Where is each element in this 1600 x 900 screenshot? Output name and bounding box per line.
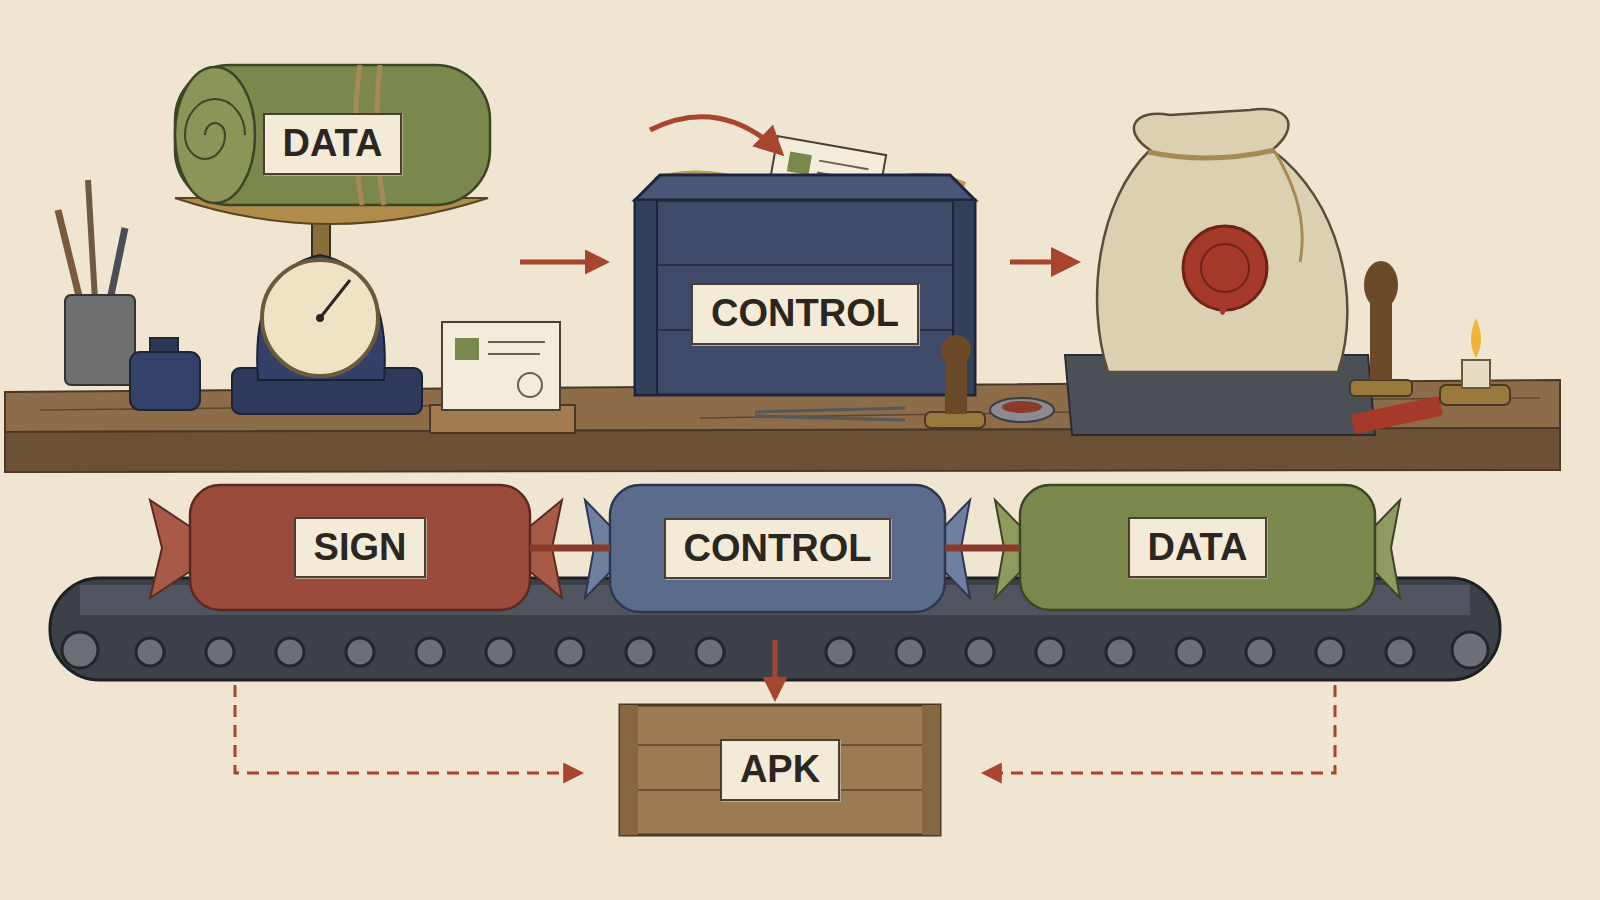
control-roll xyxy=(585,485,970,612)
connector-rod xyxy=(530,545,610,552)
control-crate: CONTROL xyxy=(635,175,975,395)
pencil-cup xyxy=(58,180,135,385)
connector-rod xyxy=(945,545,1020,552)
label-placard: SIGN xyxy=(294,517,427,579)
label-placard: CONTROL xyxy=(691,283,919,345)
desk-tools xyxy=(520,262,1075,428)
label-placard: DATA xyxy=(263,113,403,175)
sign-roll xyxy=(150,485,562,610)
data-roll-label: DATA xyxy=(1020,485,1375,610)
label-placard: APK xyxy=(720,739,840,801)
data-roll-label: DATA xyxy=(175,65,490,415)
flow-arrow xyxy=(773,640,778,697)
apk-crate: APK xyxy=(620,705,940,835)
cloth-roll xyxy=(175,65,490,205)
label-placard: CONTROL xyxy=(664,518,892,580)
inkwell xyxy=(130,338,200,410)
dashed-arrow xyxy=(985,685,1335,773)
sealed-sack xyxy=(1065,109,1375,435)
seal-stamp xyxy=(1350,261,1443,434)
control-roll-label: CONTROL xyxy=(610,485,945,612)
dashed-arrow xyxy=(235,685,580,773)
label-placard: DATA xyxy=(1128,517,1268,579)
flow-arrow xyxy=(520,260,605,265)
wooden-crate xyxy=(635,117,975,395)
apk-crate xyxy=(620,705,940,835)
sign-roll-label: SIGN xyxy=(190,485,530,610)
data-roll xyxy=(995,485,1400,610)
candle xyxy=(1440,318,1510,405)
id-card xyxy=(430,322,575,433)
